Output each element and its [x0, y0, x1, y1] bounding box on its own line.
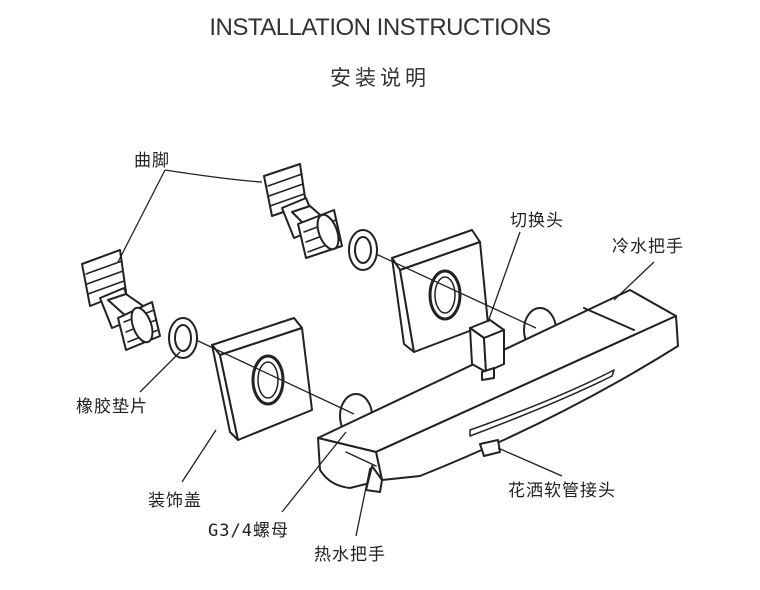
label-cold-handle: 冷水把手 [612, 237, 684, 257]
diverter-knob [469, 319, 505, 381]
label-hot-handle: 热水把手 [314, 545, 386, 565]
label-decor-cover: 装饰盖 [148, 491, 202, 511]
label-diverter: 切换头 [510, 211, 564, 231]
page-title: INSTALLATION INSTRUCTIONS [209, 14, 551, 41]
label-nut: G3/4螺母 [208, 521, 289, 541]
elbow-fitting-left [81, 249, 161, 351]
mixer-body [317, 289, 679, 493]
decorative-cover-left [211, 317, 313, 441]
label-hose-connector: 花洒软管接头 [508, 481, 616, 501]
label-elbow: 曲脚 [134, 151, 170, 171]
elbow-fitting-right [263, 163, 343, 259]
label-rubber-washer: 橡胶垫片 [76, 397, 148, 417]
decorative-cover-right [391, 229, 489, 353]
hose-connector [479, 439, 501, 457]
page-subtitle: 安装说明 [330, 66, 430, 90]
